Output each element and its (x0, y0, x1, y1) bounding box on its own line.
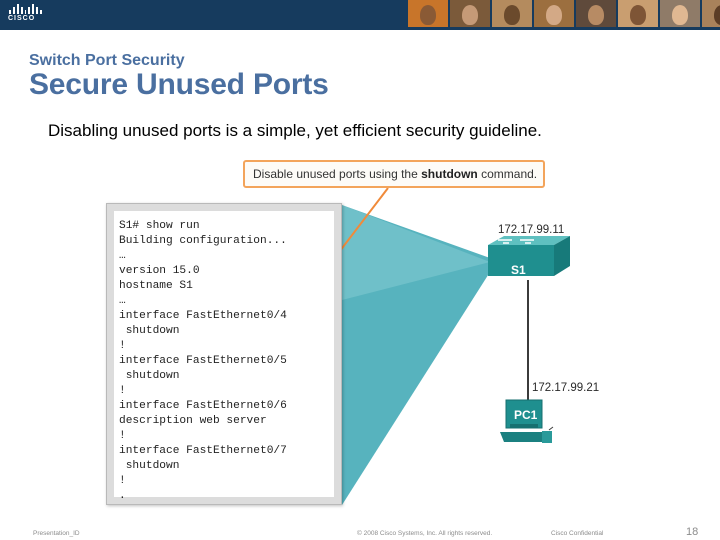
pc-name-label: PC1 (514, 408, 538, 422)
person-face-icon (420, 5, 436, 25)
callout-box: Disable unused ports using the shutdown … (243, 160, 545, 188)
cli-line: ! (119, 475, 126, 487)
beam-highlight (342, 205, 490, 300)
cli-line: . (119, 490, 126, 502)
person-face-icon (630, 5, 646, 25)
page-number: 18 (686, 526, 699, 538)
beam-shape (342, 205, 490, 505)
cli-line: shutdown (119, 370, 180, 382)
person-face-icon (714, 5, 720, 25)
header-photo (576, 0, 616, 27)
header-photo (408, 0, 448, 27)
cli-line: Building configuration... (119, 235, 287, 247)
footer-copyright: © 2008 Cisco Systems, Inc. All rights re… (357, 530, 493, 537)
cli-line: shutdown (119, 325, 180, 337)
cisco-logo: CISCO (8, 4, 43, 26)
footer-confidential: Cisco Confidential (551, 530, 604, 537)
header-photo (660, 0, 700, 27)
cli-line: ! (119, 385, 126, 397)
person-face-icon (546, 5, 562, 25)
slide-body-text: Disabling unused ports is a simple, yet … (48, 121, 542, 140)
callout-text-prefix: Disable unused ports using the (253, 167, 422, 181)
person-face-icon (504, 5, 520, 25)
callout-command: shutdown (421, 167, 478, 181)
footer-presentation-id: Presentation_ID (33, 530, 80, 537)
cli-line: version 15.0 (119, 265, 200, 277)
header-photo (618, 0, 658, 27)
person-face-icon (588, 5, 604, 25)
cli-line: interface FastEthernet0/5 (119, 355, 287, 367)
cli-line: ! (119, 340, 126, 352)
cli-line: S1# show run (119, 220, 200, 232)
person-face-icon (462, 5, 478, 25)
cli-line: … (119, 250, 126, 262)
cli-line: hostname S1 (119, 280, 193, 292)
cli-line: interface FastEthernet0/4 (119, 310, 287, 322)
header-photo (702, 0, 720, 27)
header-photo (534, 0, 574, 27)
header-photo-strip (408, 0, 720, 27)
slide-title: Secure Unused Ports (29, 68, 329, 101)
pc-ip-label: 172.17.99.21 (532, 382, 600, 394)
header-photo (450, 0, 490, 27)
switch-icon (488, 236, 570, 276)
logo-wordmark: CISCO (8, 15, 36, 22)
cli-line: description web server (119, 415, 267, 427)
cli-line: shutdown (119, 460, 180, 472)
cli-line: interface FastEthernet0/7 (119, 445, 287, 457)
logo-bars-icon (9, 4, 43, 14)
switch-name-label: S1 (511, 263, 526, 277)
person-face-icon (672, 5, 688, 25)
switch-ip-label: 172.17.99.11 (498, 224, 565, 236)
slide-subtitle: Switch Port Security (29, 52, 185, 69)
header-band: CISCO (0, 0, 720, 30)
cli-line: ! (119, 430, 126, 442)
cli-line: … (119, 295, 126, 307)
cli-line: interface FastEthernet0/6 (119, 400, 287, 412)
callout-text-suffix: command. (477, 167, 538, 181)
header-photo (492, 0, 532, 27)
